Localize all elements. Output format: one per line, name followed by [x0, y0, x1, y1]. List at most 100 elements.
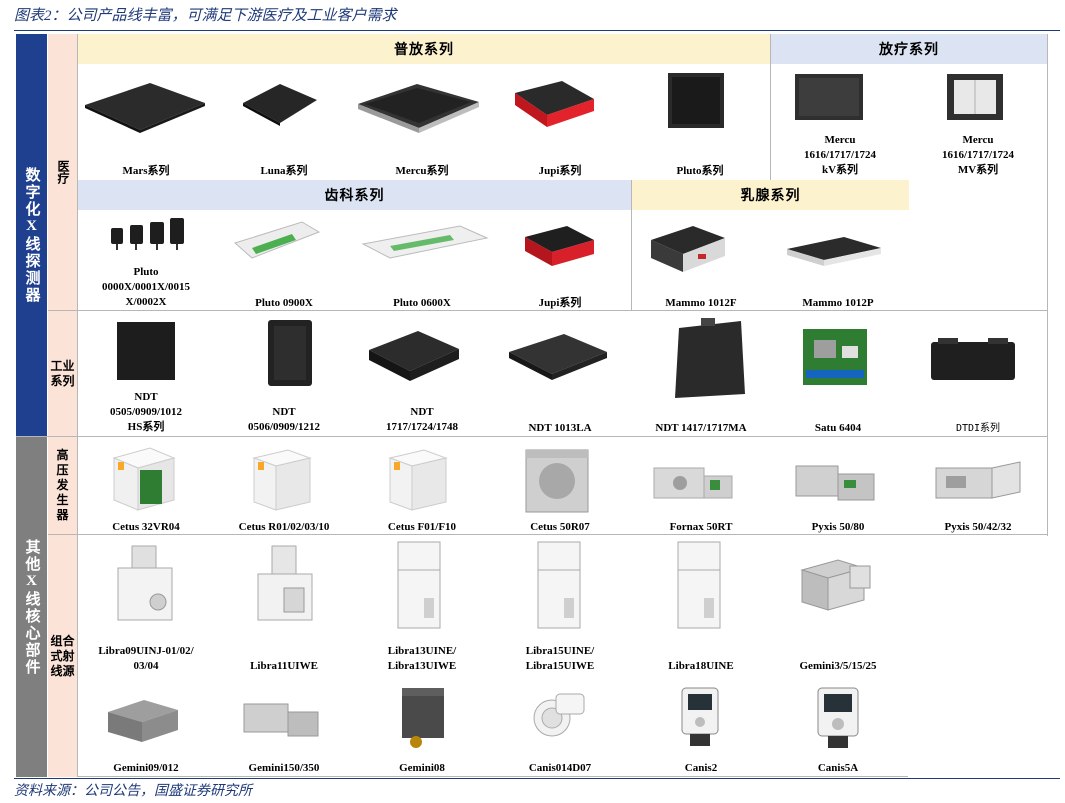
jupi-dental-image: [525, 226, 594, 266]
label-hv-generator-text: 高压发生器: [56, 448, 69, 522]
caption-ndt-1717: NDT 1717/1724/1748: [385, 406, 459, 433]
caption-libra11: Libra11UIWE: [250, 660, 318, 672]
mercu-kv-detector-image: [795, 74, 863, 120]
canis014-image: [533, 693, 585, 737]
caption-libra13: Libra13UINE/ Libra13UIWE: [387, 645, 457, 672]
header-general-text: 普放系列: [394, 43, 454, 58]
dtdi-image: [931, 338, 1015, 380]
caption-canis5a: Canis5A: [817, 762, 859, 774]
label-combo-source: 组合式射线源: [48, 535, 77, 777]
cetus-32vr04-image: [112, 447, 176, 511]
caption-libra15: Libra15UINE/ Libra15UIWE: [525, 645, 595, 672]
mars-detector-image: [85, 83, 205, 133]
mammo-1012p-image: [787, 237, 881, 266]
source-note: 资料来源：公司公告，国盛证券研究所: [14, 784, 252, 799]
label-industrial: 工业系列: [48, 311, 77, 436]
gemini09-image: [108, 700, 178, 742]
jupi-detector-image: [515, 81, 594, 127]
cetus-50r07-image: [525, 449, 589, 513]
divider-right: [1047, 34, 1048, 536]
label-digital-detector: 数字化X线探测器: [16, 34, 47, 436]
ndt-1013la-image: [509, 334, 607, 380]
libra11-image: [257, 545, 313, 621]
caption-ndt-1013la: NDT 1013LA: [528, 422, 592, 434]
header-dental-series: 齿科系列: [78, 180, 631, 210]
label-other-components-text: 其他X线核心部件: [23, 538, 40, 676]
caption-mercu-mv: Mercu 1616/1717/1724 MV系列: [941, 134, 1015, 176]
caption-pyxis-50-42: Pyxis 50/42/32: [944, 521, 1012, 533]
libra15-image: [537, 541, 581, 629]
caption-pyxis-50-80: Pyxis 50/80: [811, 521, 865, 533]
caption-jupi-dental: Jupi系列: [538, 297, 582, 309]
label-digital-detector-text: 数字化X线探测器: [23, 166, 40, 304]
caption-libra18: Libra18UINE: [668, 660, 734, 672]
caption-cetus-r01: Cetus R01/02/03/10: [238, 521, 330, 533]
caption-ndt-0505: NDT 0505/0909/1012 HS系列: [109, 391, 183, 433]
luna-detector-image: [243, 84, 317, 126]
caption-gemini09: Gemini09/012: [113, 762, 179, 774]
header-dental-text: 齿科系列: [324, 189, 385, 204]
satu-6404-image: [803, 329, 867, 385]
mammo-1012f-image: [651, 226, 725, 272]
mercu-mv-detector-image: [947, 74, 1003, 120]
pyxis-50-80-image: [795, 465, 875, 501]
pluto-dental-sensors-image: [111, 218, 184, 250]
caption-canis014: Canis014D07: [528, 762, 592, 774]
caption-pluto: Pluto系列: [676, 165, 724, 177]
caption-jupi: Jupi系列: [538, 165, 582, 177]
pluto-detector-image: [668, 73, 724, 128]
libra09-image: [117, 545, 173, 621]
ndt-1417-image: [675, 318, 745, 398]
gemini3-image: [800, 559, 871, 611]
caption-mercu: Mercu系列: [395, 165, 449, 177]
caption-dtdi: DTDI系列: [955, 423, 1001, 434]
caption-ndt-0506: NDT 0506/0909/1212: [247, 406, 321, 433]
canis2-image: [681, 687, 719, 746]
footer-rule: [14, 778, 1060, 779]
caption-mammo-1012p: Mammo 1012P: [802, 297, 874, 309]
cetus-f01-image: [388, 449, 448, 511]
divider-hv-combo: [48, 534, 1048, 535]
caption-mars: Mars系列: [122, 165, 170, 177]
title-rule: [14, 30, 1060, 31]
ndt-0506-image: [268, 320, 312, 386]
caption-fornax-50rt: Fornax 50RT: [669, 521, 733, 533]
caption-pluto-0600x: Pluto 0600X: [393, 297, 451, 309]
ndt-0505-image: [117, 322, 175, 380]
divider-medical-industrial: [48, 310, 1048, 311]
header-general-series: 普放系列: [78, 34, 770, 64]
pyxis-50-42-image: [935, 461, 1021, 499]
caption-luna: Luna系列: [260, 165, 308, 177]
caption-pluto-0900x: Pluto 0900X: [255, 297, 313, 309]
pluto-0900x-image: [234, 221, 321, 259]
figure-title: 图表2：公司产品线丰富，可满足下游医疗及工业客户需求: [14, 8, 397, 24]
gemini150-image: [243, 703, 319, 737]
label-other-components: 其他X线核心部件: [16, 437, 47, 777]
canis5a-image: [817, 687, 859, 748]
caption-cetus-32vr04: Cetus 32VR04: [112, 521, 180, 533]
divider-general-radiotherapy: [770, 34, 771, 180]
caption-mercu-kv: Mercu 1616/1717/1724 kV系列: [803, 134, 877, 176]
gemini08-image: [402, 688, 444, 748]
header-radiotherapy-text: 放疗系列: [879, 43, 939, 58]
header-mammo-text: 乳腺系列: [740, 189, 801, 204]
caption-gemini3: Gemini3/5/15/25: [799, 660, 877, 672]
divider-dental-mammo: [631, 180, 632, 310]
divider-bottom: [78, 776, 908, 777]
mercu-detector-image: [358, 84, 479, 133]
caption-mammo-1012f: Mammo 1012F: [665, 297, 737, 309]
label-medical-text: 医疗: [56, 160, 70, 184]
caption-ndt-1417: NDT 1417/1717MA: [655, 422, 747, 434]
label-medical: 医疗: [48, 34, 77, 310]
divider-labels: [77, 34, 78, 777]
fornax-50rt-image: [653, 467, 733, 499]
caption-satu-6404: Satu 6404: [814, 422, 862, 434]
libra13-image: [397, 541, 441, 629]
caption-canis2: Canis2: [684, 762, 718, 774]
caption-cetus-f01: Cetus F01/F10: [387, 521, 457, 533]
cetus-r01-image: [252, 449, 312, 511]
header-mammo-series: 乳腺系列: [632, 180, 909, 210]
label-combo-source-text: 组合式射线源: [50, 633, 75, 678]
ndt-1717-image: [369, 331, 459, 381]
caption-gemini08: Gemini08: [399, 762, 445, 774]
